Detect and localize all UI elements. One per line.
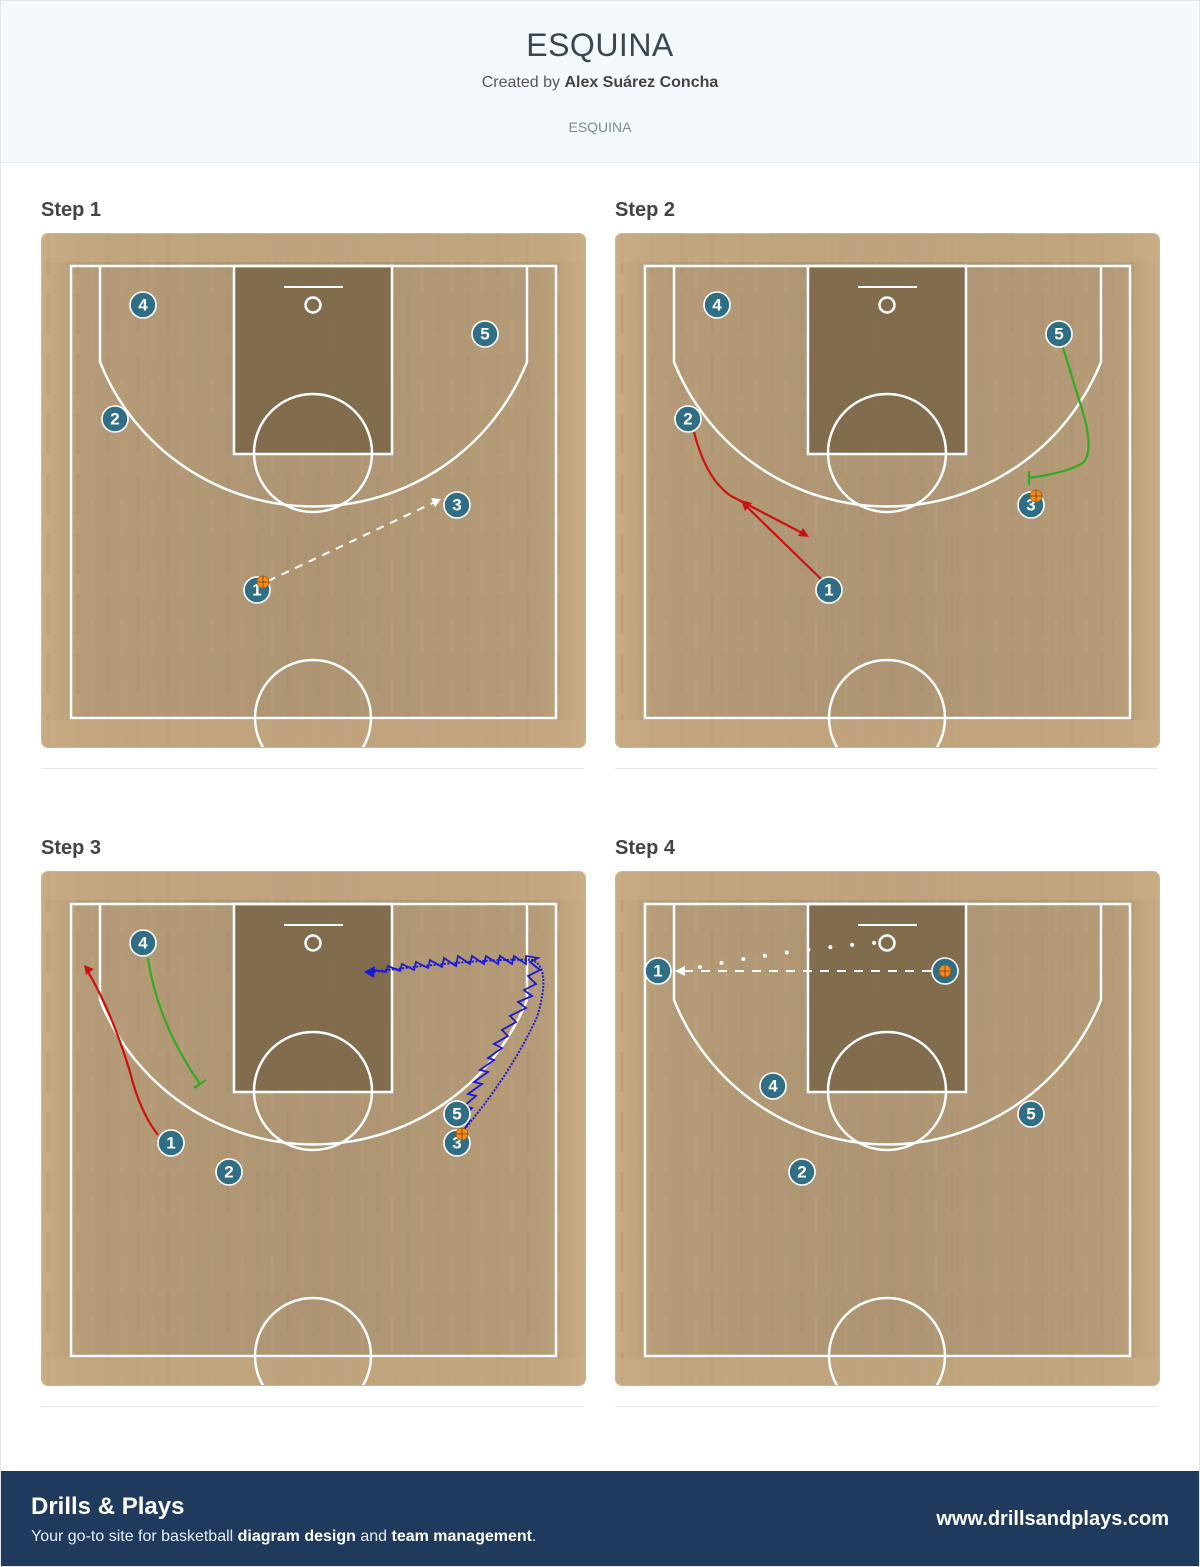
author-line: Created by Alex Suárez Concha [1,74,1199,92]
screen-line [1028,343,1090,480]
player-label: 2 [797,1163,806,1182]
ball-icon [455,1127,469,1141]
move-line [692,431,807,536]
footer-brand[interactable]: Drills & Plays [31,1493,185,1520]
dribble-zigzag [373,954,542,1131]
arrow-head [798,528,809,537]
player-label: 5 [1026,1105,1035,1124]
player-marker-icon: 4 [703,291,731,319]
player-label: 1 [653,962,662,981]
player-marker-icon: 4 [759,1072,787,1100]
play-header: ESQUINA Created by Alex Suárez Concha ES… [1,1,1199,163]
step-3: Step 3 4 5 1 2 3 [41,835,586,1407]
divider [41,1406,584,1407]
court-diagram-3[interactable]: 4 5 1 2 3 [41,871,586,1386]
player-marker-icon: 2 [788,1158,816,1186]
created-by-label: Created by [481,74,560,91]
ball-icon [938,964,952,978]
player-label: 5 [1054,325,1063,344]
screen-end [193,1079,207,1089]
move-line [86,969,159,1136]
arrow-head [364,966,375,978]
step-1: Step 1 4 5 2 3 1 [41,197,586,769]
player-label: 5 [452,1105,461,1124]
author-name[interactable]: Alex Suárez Concha [564,74,719,91]
play-tag[interactable]: ESQUINA [568,119,632,135]
player-marker-icon: 2 [215,1158,243,1186]
site-footer: Drills & Plays Your go-to site for baske… [1,1471,1199,1566]
player-marker-icon: 5 [443,1100,471,1128]
arrow-head [431,498,441,507]
footer-site-link[interactable]: www.drillsandplays.com [936,1508,1169,1530]
court-diagram-2[interactable]: 4 5 2 3 1 [615,233,1160,748]
court-diagram-4[interactable]: 1 4 5 2 3 [615,871,1160,1386]
player-label: 2 [683,410,692,429]
arrow-head [675,966,685,976]
play-title: ESQUINA [526,27,674,63]
player-marker-icon: 5 [471,320,499,348]
player-label: 3 [1026,496,1035,515]
player-marker-icon: 1 [815,576,843,604]
step-title: Step 3 [41,837,102,859]
tagline-bold-2: team management [391,1528,532,1545]
player-marker-icon: 3 [443,491,471,519]
player-label: 2 [110,410,119,429]
player-label: 4 [138,934,148,953]
player-label: 1 [824,581,833,600]
shot-line [698,940,886,969]
step-4: Step 4 1 4 5 2 3 [615,835,1160,1407]
court-diagram-1[interactable]: 4 5 2 3 1 [41,233,586,748]
player-label: 4 [138,296,148,315]
ball-icon [256,575,270,589]
player-label: 4 [712,296,722,315]
divider [615,1406,1158,1407]
player-label: 1 [166,1134,175,1153]
footer-tagline: Your go-to site for basketball diagram d… [31,1528,536,1546]
player-marker-icon: 4 [129,929,157,957]
player-label: 1 [252,581,261,600]
step-title: Step 4 [615,837,676,859]
player-label: 2 [224,1163,233,1182]
step-2: Step 2 4 5 2 3 1 [615,197,1160,769]
player-marker-icon: 4 [129,291,157,319]
tagline-text: . [531,1528,537,1545]
arrow-head [741,500,752,511]
ball-icon [1029,489,1043,503]
player-label: 3 [452,496,461,515]
player-marker-icon: 1 [644,957,672,985]
divider [41,768,584,769]
player-label: 5 [480,325,489,344]
tagline-text: Your go-to site for basketball [31,1528,238,1545]
tagline-text: and [355,1528,392,1545]
player-marker-icon: 2 [674,405,702,433]
tagline-bold-1: diagram design [237,1528,356,1545]
step-title: Step 1 [41,199,102,221]
player-label: 3 [452,1134,461,1153]
player-marker-icon: 1 [157,1129,185,1157]
player-marker-icon: 5 [1045,320,1073,348]
divider [615,768,1158,769]
pass-line [267,500,438,582]
screen-line [146,957,201,1085]
player-marker-icon: 2 [101,405,129,433]
player-label: 4 [768,1077,778,1096]
arrow-head [84,965,94,975]
step-title: Step 2 [615,199,676,221]
move-line [743,503,822,580]
player-marker-icon: 5 [1017,1100,1045,1128]
